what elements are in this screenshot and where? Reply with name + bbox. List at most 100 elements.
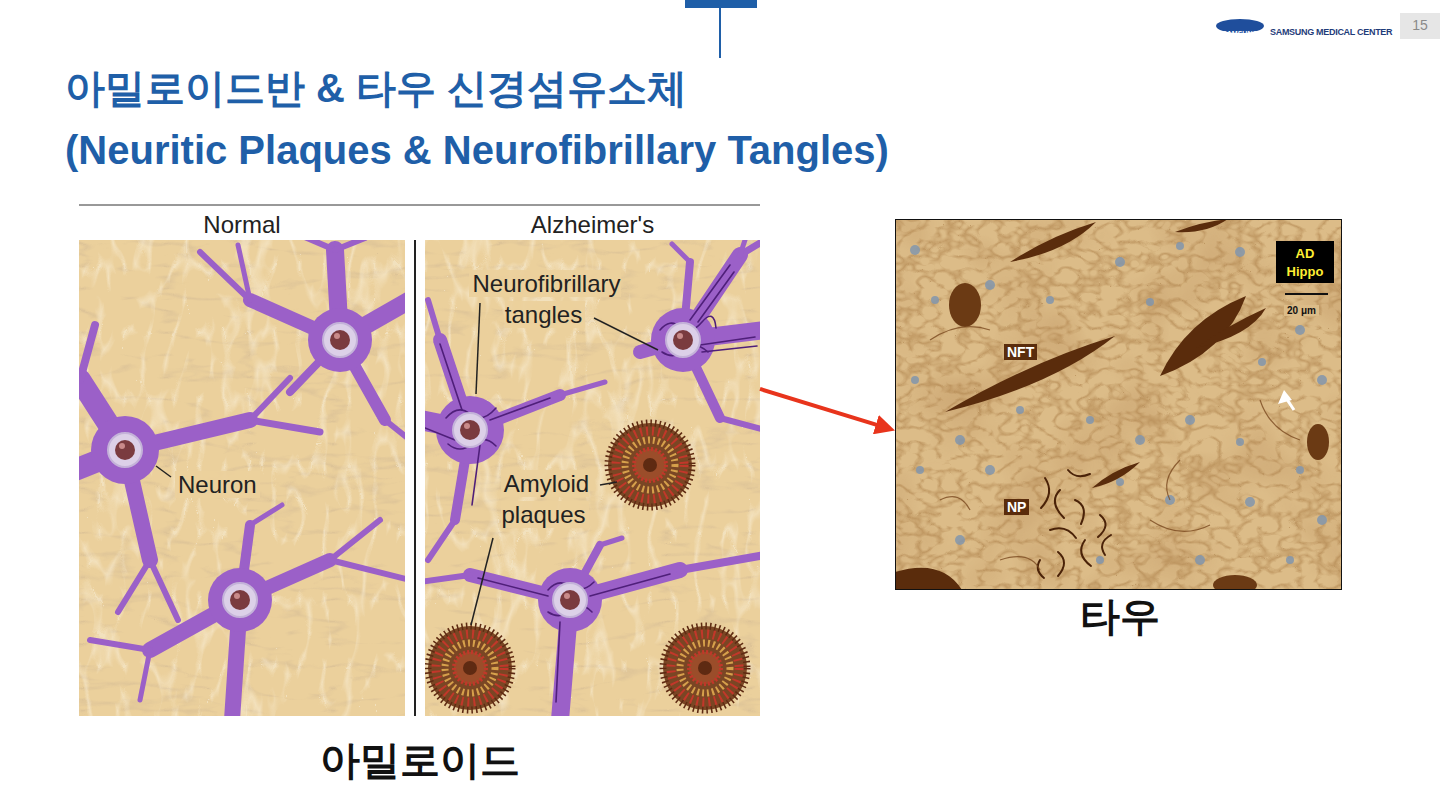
alzheimer-neurons — [538, 568, 602, 632]
tau-micrograph — [1041, 478, 1049, 508]
illustration-frame — [425, 240, 760, 716]
scale-label-slot: 20 μm — [1284, 300, 1319, 318]
top-decoration — [719, 8, 721, 58]
part-label: Amyloid plaques — [501, 470, 589, 528]
brand-name-slot: SAMSUNG MEDICAL CENTER — [1270, 21, 1392, 39]
slide-title: 아밀로이드반 & 타우 신경섬유소체 — [65, 66, 687, 110]
illustration-frame — [425, 240, 760, 716]
page-number: 15 — [1412, 17, 1428, 33]
normal-neurons — [330, 560, 405, 580]
stain-label: NP — [1004, 499, 1029, 515]
tau-micrograph — [1068, 470, 1090, 476]
normal-neurons — [118, 560, 150, 612]
tau-micrograph — [940, 497, 970, 510]
amyloid-plaque — [608, 423, 692, 507]
tangle-fibrils — [472, 398, 550, 505]
stain-label-slot: NFT — [1004, 343, 1037, 361]
normal-neurons — [208, 568, 272, 632]
tau-micrograph — [1135, 435, 1145, 445]
amyloid-plaque — [428, 423, 747, 710]
normal-neurons — [385, 420, 405, 440]
tau-micrograph — [1175, 219, 1228, 232]
alzheimer-neurons — [740, 240, 745, 255]
tau-micrograph — [1235, 247, 1245, 257]
alzheimer-neurons — [425, 240, 760, 716]
tau-micrograph — [930, 327, 1300, 570]
flow-arrow — [760, 389, 887, 428]
illustration-frame — [425, 240, 760, 716]
top-decoration — [685, 0, 757, 8]
tau-micrograph — [1000, 557, 1040, 570]
normal-neurons — [250, 505, 282, 525]
tau-micrograph — [1296, 466, 1304, 474]
figure-caption-slot: 타우 — [896, 594, 1343, 638]
alzheimer-neurons — [428, 300, 440, 340]
tau-micrograph — [1092, 462, 1140, 488]
logo-text-slot: SAMSUNG — [1216, 22, 1264, 40]
tau-micrograph — [1236, 438, 1244, 446]
alzheimer-neurons — [560, 590, 580, 610]
illustration-panel: NormalNeuron — [79, 205, 405, 716]
tangle-fibrils — [690, 265, 734, 322]
alzheimer-neurons — [651, 308, 715, 372]
leader-line — [156, 466, 171, 477]
alzheimer-neurons — [428, 520, 455, 560]
normal-neurons — [79, 350, 80, 380]
alzheimer-neurons — [425, 575, 470, 582]
normal-neurons — [250, 420, 320, 432]
tau-micrograph — [1075, 500, 1084, 524]
tau-micrograph — [931, 296, 939, 304]
tau-micrograph — [1286, 556, 1294, 564]
tau-micrograph — [949, 283, 981, 327]
normal-neurons — [323, 323, 357, 357]
illustration-frame — [414, 240, 416, 716]
tau-micrograph — [895, 219, 1342, 590]
normal-neurons — [238, 245, 250, 300]
part-label-slot: Neurofibrillary tangles — [445, 268, 645, 330]
logo-text: SAMSUNG — [1222, 30, 1258, 37]
alzheimer-neurons — [453, 323, 700, 617]
tau-micrograph — [895, 568, 962, 590]
alzheimer-neurons — [460, 420, 480, 440]
tau-micrograph — [1317, 375, 1327, 385]
tau-micrograph — [1260, 400, 1300, 440]
tau-micrograph — [1176, 242, 1184, 250]
part-label: Neuron — [175, 471, 260, 498]
normal-neurons — [223, 583, 257, 617]
page-number-slot: 15 — [1400, 13, 1440, 39]
leader-line — [600, 482, 617, 485]
tau-micrograph — [1055, 490, 1064, 518]
alzheimer-neurons — [677, 333, 683, 339]
scale-label: 20 μm — [1284, 305, 1319, 316]
tau-micrograph — [1160, 296, 1246, 376]
tau-micrograph — [1010, 222, 1096, 262]
scale-bar — [1285, 293, 1328, 295]
tau-micrograph — [955, 535, 965, 545]
alzheimer-neurons — [740, 240, 760, 255]
tau-micrograph — [1050, 528, 1076, 538]
panel-heading: Alzheimer's — [531, 211, 654, 238]
amyloid-plaque — [663, 626, 747, 710]
tau-micrograph — [1245, 497, 1255, 507]
alzheimer-neurons — [553, 583, 587, 617]
leader-line — [156, 466, 171, 477]
tau-micrograph — [1258, 358, 1266, 366]
normal-neurons — [140, 650, 150, 700]
tau-micrograph — [1016, 406, 1024, 414]
illustration-frame — [79, 205, 760, 206]
illustration-frame — [79, 205, 760, 716]
normal-neurons — [334, 333, 340, 339]
tau-micrograph — [895, 219, 1342, 590]
slide-title-slot: 아밀로이드반 & 타우 신경섬유소체 — [65, 64, 687, 112]
slide-subtitle-slot: (Neuritic Plaques & Neurofibrillary Tang… — [65, 126, 889, 174]
alzheimer-neurons — [560, 382, 605, 395]
normal-neurons — [300, 240, 335, 250]
stain-tag-box: AD Hippo — [1276, 241, 1334, 283]
normal-neurons — [108, 433, 142, 467]
tau-micrograph — [1213, 575, 1257, 590]
logo-mark — [1216, 19, 1264, 33]
tangle-fibrils — [700, 337, 757, 352]
